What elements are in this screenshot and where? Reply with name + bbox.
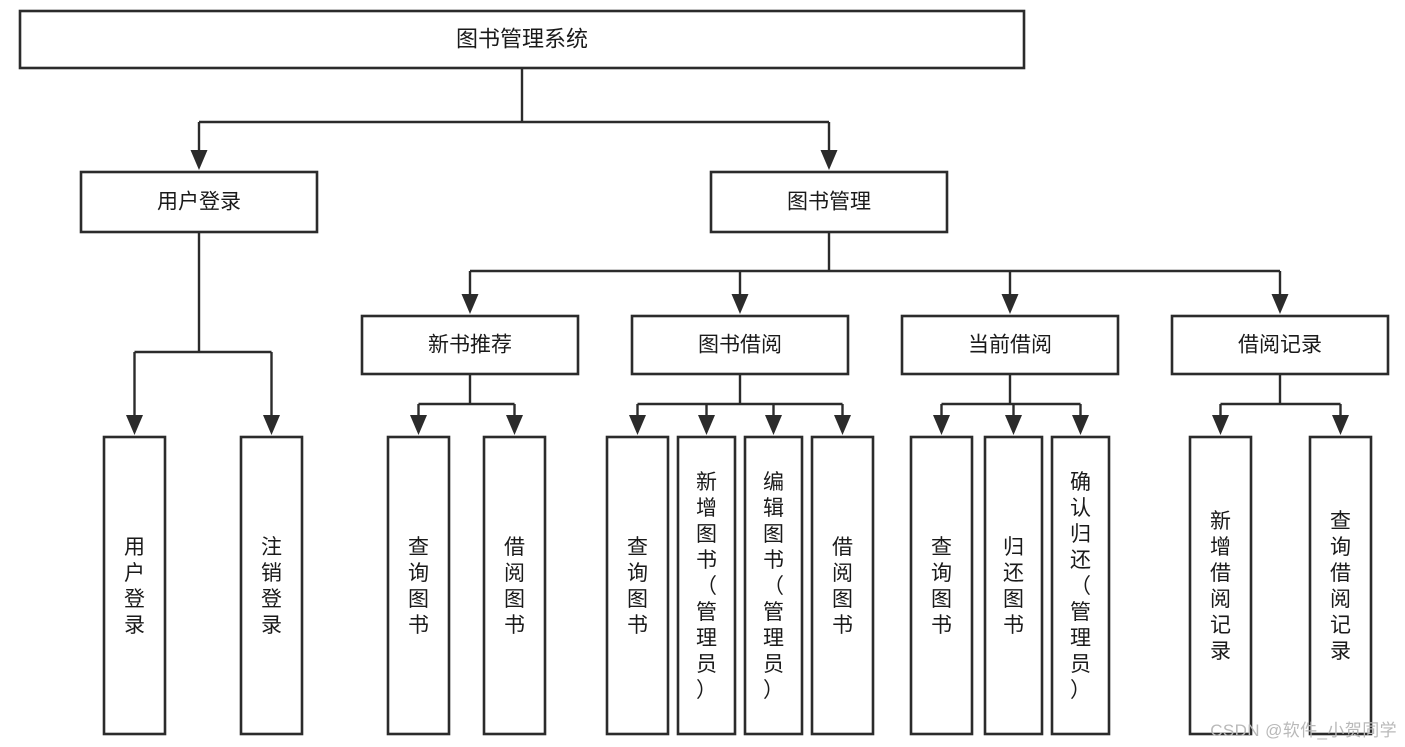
node-label: 注销登录 xyxy=(261,536,282,637)
connector-group xyxy=(629,374,851,435)
node-layer: 图书管理系统用户登录图书管理新书推荐图书借阅当前借阅借阅记录用户登录注销登录查询… xyxy=(18,9,1390,736)
node-label: 当前借阅 xyxy=(968,334,1052,357)
connector-group xyxy=(126,232,280,435)
leaf-user-login[interactable]: 用户登录 xyxy=(102,435,167,736)
node-label: 用户登录 xyxy=(124,536,145,637)
connector-group xyxy=(1212,374,1349,435)
leaf-return-book[interactable]: 归还图书 xyxy=(983,435,1044,736)
node-book-management[interactable]: 图书管理 xyxy=(709,170,949,234)
node-label: 借阅图书 xyxy=(504,536,525,637)
leaf-borrow-book[interactable]: 借阅图书 xyxy=(810,435,875,736)
leaf-add-book-admin[interactable]: 新增图书（管理员） xyxy=(676,435,737,736)
node-label: 归还图书 xyxy=(1003,536,1024,637)
node-book-borrowing[interactable]: 图书借阅 xyxy=(630,314,850,376)
leaf-user-logout[interactable]: 注销登录 xyxy=(239,435,304,736)
node-label: 查询图书 xyxy=(408,536,429,637)
node-label: 编辑图书（管理员） xyxy=(763,471,784,702)
node-new-book-recommendation[interactable]: 新书推荐 xyxy=(360,314,580,376)
leaf-edit-book-admin[interactable]: 编辑图书（管理员） xyxy=(743,435,804,736)
node-label: 新增图书（管理员） xyxy=(696,471,717,702)
node-user-login[interactable]: 用户登录 xyxy=(79,170,319,234)
node-label: 借阅记录 xyxy=(1238,334,1322,357)
node-label: 新增借阅记录 xyxy=(1210,510,1231,663)
node-root-system[interactable]: 图书管理系统 xyxy=(18,9,1026,70)
node-borrow-record[interactable]: 借阅记录 xyxy=(1170,314,1390,376)
connector-group xyxy=(410,374,523,435)
node-label: 图书管理系统 xyxy=(456,26,588,51)
connector-layer xyxy=(126,68,1349,435)
node-current-borrowing[interactable]: 当前借阅 xyxy=(900,314,1120,376)
leaf-query-book-borrow[interactable]: 查询图书 xyxy=(605,435,670,736)
node-label: 用户登录 xyxy=(157,191,241,214)
node-label: 确认归还（管理员） xyxy=(1070,471,1091,702)
node-label: 新书推荐 xyxy=(428,334,512,357)
connector-group xyxy=(933,374,1089,435)
node-label: 图书管理 xyxy=(787,191,871,214)
leaf-query-borrow-record[interactable]: 查询借阅记录 xyxy=(1308,435,1373,736)
leaf-query-book-new[interactable]: 查询图书 xyxy=(386,435,451,736)
node-label: 借阅图书 xyxy=(832,536,853,637)
leaf-borrow-book-new[interactable]: 借阅图书 xyxy=(482,435,547,736)
connector-group xyxy=(190,68,838,170)
node-label: 图书借阅 xyxy=(698,334,782,357)
node-label: 查询借阅记录 xyxy=(1330,510,1351,663)
leaf-add-borrow-record[interactable]: 新增借阅记录 xyxy=(1188,435,1253,736)
leaf-query-book-current[interactable]: 查询图书 xyxy=(909,435,974,736)
node-label: 查询图书 xyxy=(627,536,648,637)
node-label: 查询图书 xyxy=(931,536,952,637)
connector-group xyxy=(461,232,1289,314)
leaf-confirm-return-admin[interactable]: 确认归还（管理员） xyxy=(1050,435,1111,736)
